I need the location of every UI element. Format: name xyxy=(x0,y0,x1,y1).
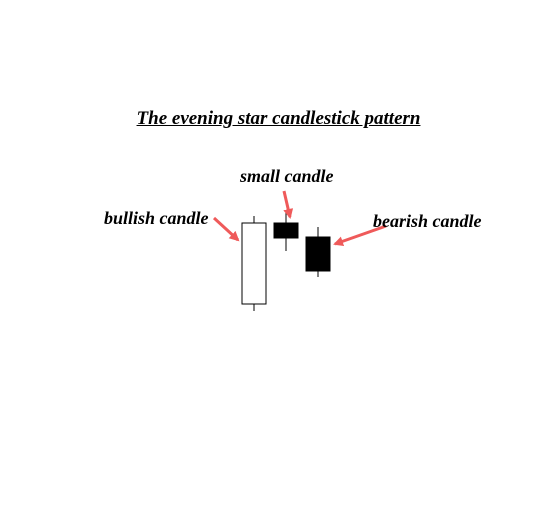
small-candle-label: small candle xyxy=(240,166,334,186)
bullish-candle-body xyxy=(241,222,267,305)
bearish-candle xyxy=(305,227,331,277)
arrow-to-bearish-candle xyxy=(333,224,387,247)
page-title: The evening star candlestick pattern xyxy=(136,108,421,129)
bearish-candle-label: bearish candle xyxy=(373,211,482,231)
small-candle xyxy=(273,213,299,251)
bearish-candle-body xyxy=(305,236,331,272)
small-candle-body xyxy=(273,222,299,239)
arrow-to-bullish-candle xyxy=(212,216,240,242)
bullish-candle xyxy=(241,216,267,311)
arrow-to-small-candle xyxy=(282,190,294,219)
bullish-candle-label: bullish candle xyxy=(104,208,209,228)
